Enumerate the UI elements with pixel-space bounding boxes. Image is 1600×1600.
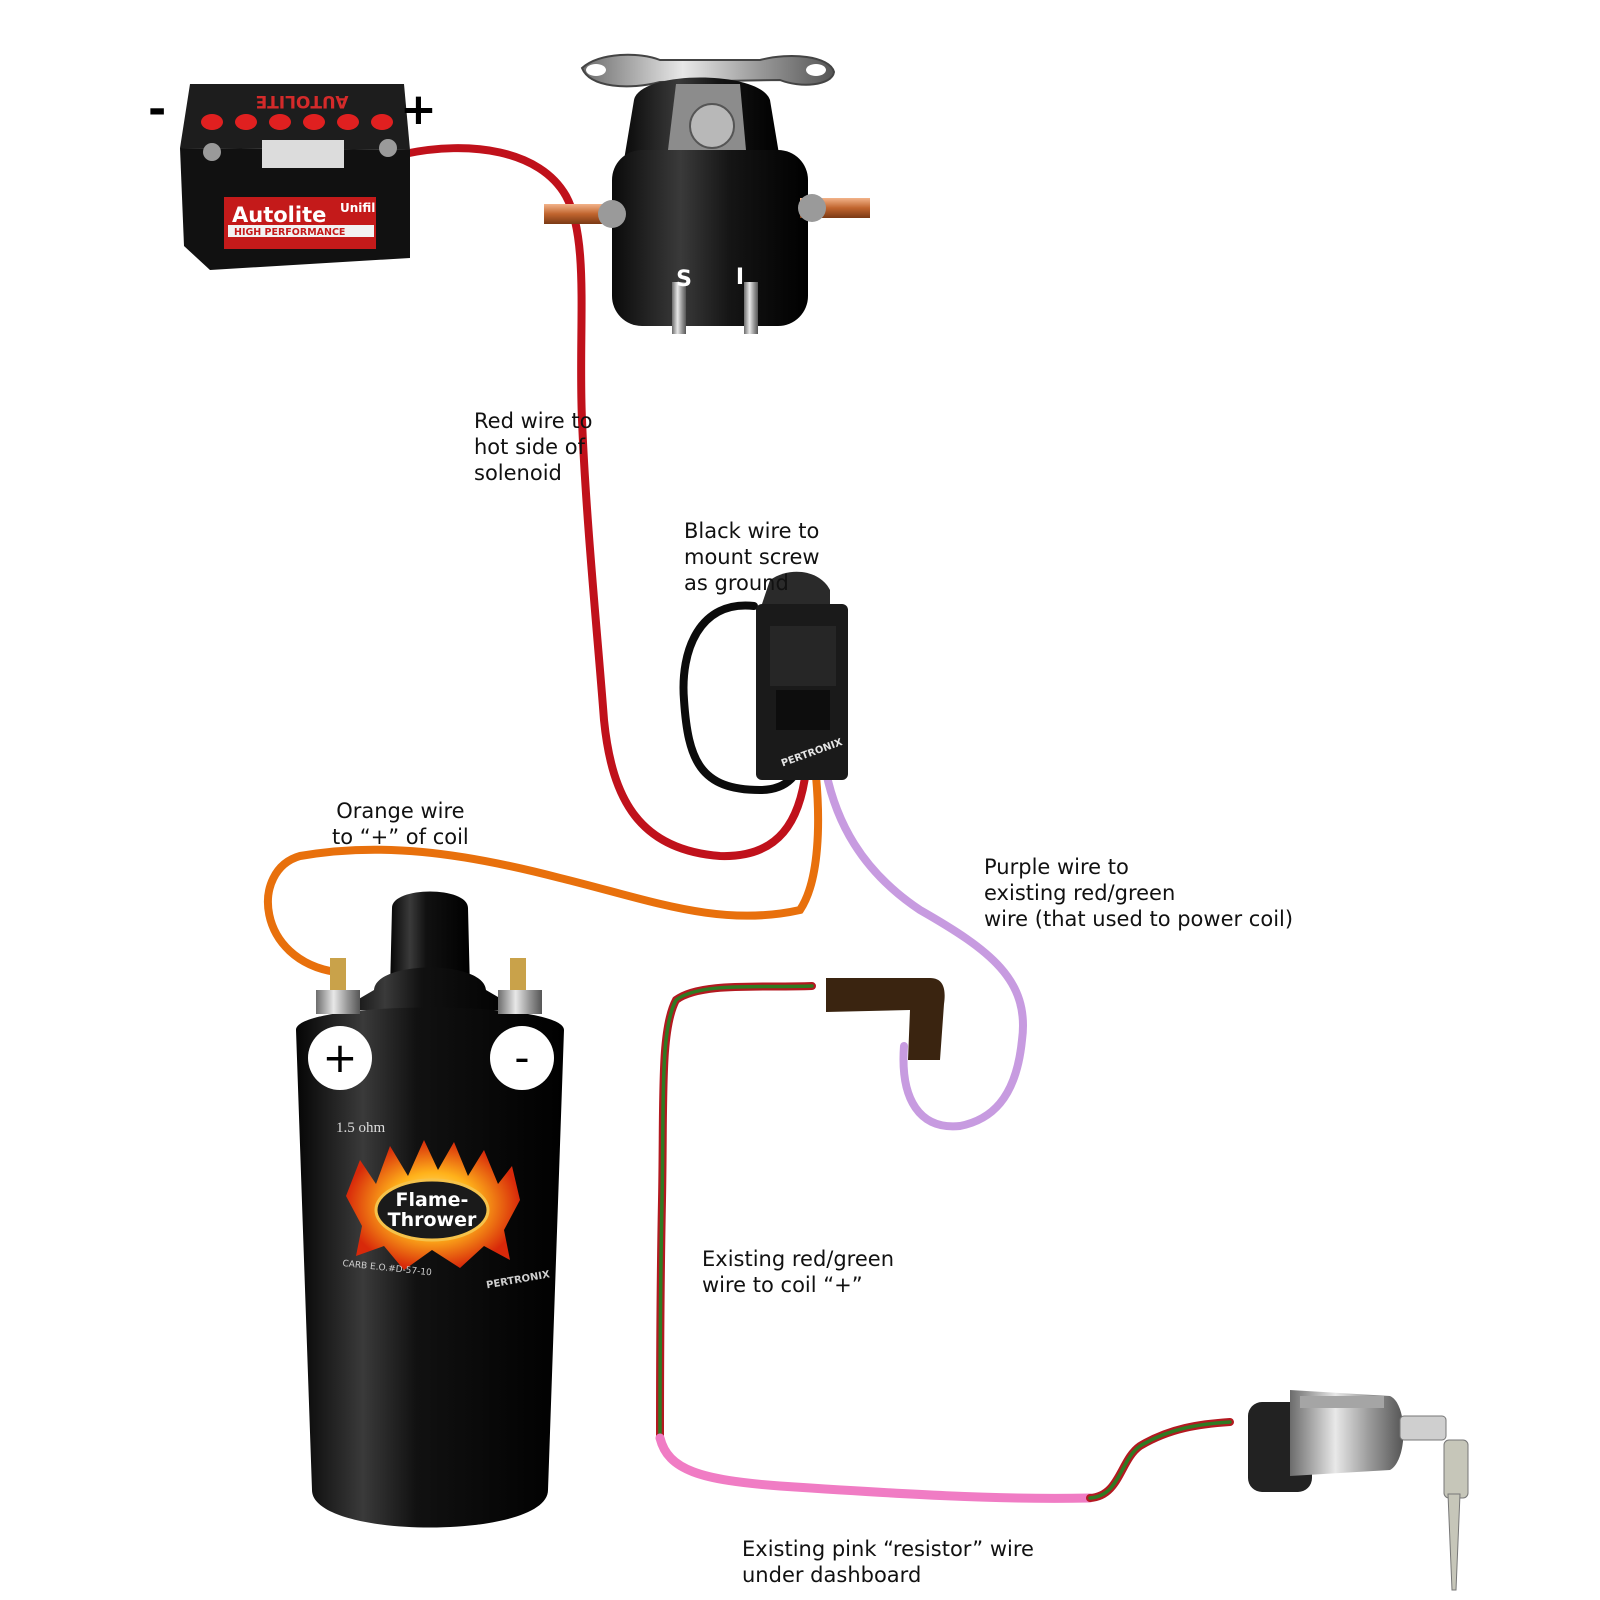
red-wire: [400, 144, 810, 861]
red-green-wire-label-line: wire to coil “+”: [702, 1273, 863, 1297]
black-wire-label-line: Black wire to: [684, 519, 820, 543]
red-wire-label-line: hot side of: [474, 435, 586, 459]
coil-minus-sign: -: [514, 1033, 529, 1082]
black-wire-label-line: as ground: [684, 571, 789, 595]
orange-wire-label-line: to “+” of coil: [332, 825, 469, 849]
coil-brand-line2: Thrower: [388, 1209, 477, 1231]
battery-line: HIGH PERFORMANCE: [234, 227, 345, 238]
flame-logo: [346, 1140, 520, 1270]
pink-wire-label: Existing pink “resistor” wire under dash…: [742, 1536, 1034, 1588]
battery: AUTOLITE Autolite Unifil HIGH PERFORMANC…: [148, 84, 437, 270]
red-green-wire-label: Existing red/green wire to coil “+”: [702, 1246, 894, 1298]
battery-plus-sign: +: [400, 84, 437, 135]
coil-wire-connector: [826, 978, 945, 1060]
key-icon: [1399, 1415, 1469, 1591]
ignition-switch: [1248, 1390, 1469, 1591]
orange-wire-label: Orange wire to “+” of coil: [332, 798, 469, 850]
orange-wire-label-line: Orange wire: [336, 799, 465, 823]
starter-solenoid: S I: [544, 53, 870, 334]
battery-brand: Autolite: [232, 203, 326, 227]
coil-ohm-rating: 1.5 ohm: [336, 1120, 386, 1136]
red-green-stripe: [658, 984, 814, 1440]
red-wire-label: Red wire to hot side of solenoid: [474, 408, 592, 486]
coil-brand-line1: Flame-: [396, 1189, 469, 1211]
ignition-feed-stripe: [1088, 1420, 1232, 1500]
solenoid-terminal-i: I: [736, 265, 744, 290]
battery-cell-caps: [201, 114, 393, 130]
purple-wire-label-line: Purple wire to: [984, 855, 1129, 879]
pink-wire: [655, 1433, 1095, 1503]
purple-wire: [822, 768, 1027, 1131]
purple-wire-label-line: existing red/green: [984, 881, 1176, 905]
red-green-wire-label-line: Existing red/green: [702, 1247, 895, 1271]
red-wire-label-line: solenoid: [474, 461, 562, 485]
battery-sub-brand: Unifil: [340, 201, 375, 215]
solenoid-terminal-s: S: [676, 267, 692, 292]
battery-minus-sign: -: [148, 84, 166, 135]
coil-plus-sign: +: [322, 1033, 357, 1082]
battery-top-label: AUTOLITE: [256, 91, 349, 111]
purple-wire-label: Purple wire to existing red/green wire (…: [984, 854, 1293, 932]
red-wire-label-line: Red wire to: [474, 409, 593, 433]
black-wire-label-line: mount screw: [684, 545, 820, 569]
red-green-wire: [656, 982, 816, 1442]
pink-wire-label-line: under dashboard: [742, 1563, 922, 1587]
purple-wire-label-line: wire (that used to power coil): [984, 907, 1294, 931]
pertronix-relay-module: PERTRONIX: [756, 571, 848, 780]
black-wire: [679, 601, 804, 795]
orange-wire: [264, 772, 823, 976]
pink-wire-label-line: Existing pink “resistor” wire: [742, 1537, 1034, 1561]
ignition-coil: + - 1.5 ohm Flame- Thrower CARB E.O.#D-5…: [296, 891, 564, 1528]
black-wire-label: Black wire to mount screw as ground: [684, 518, 820, 596]
